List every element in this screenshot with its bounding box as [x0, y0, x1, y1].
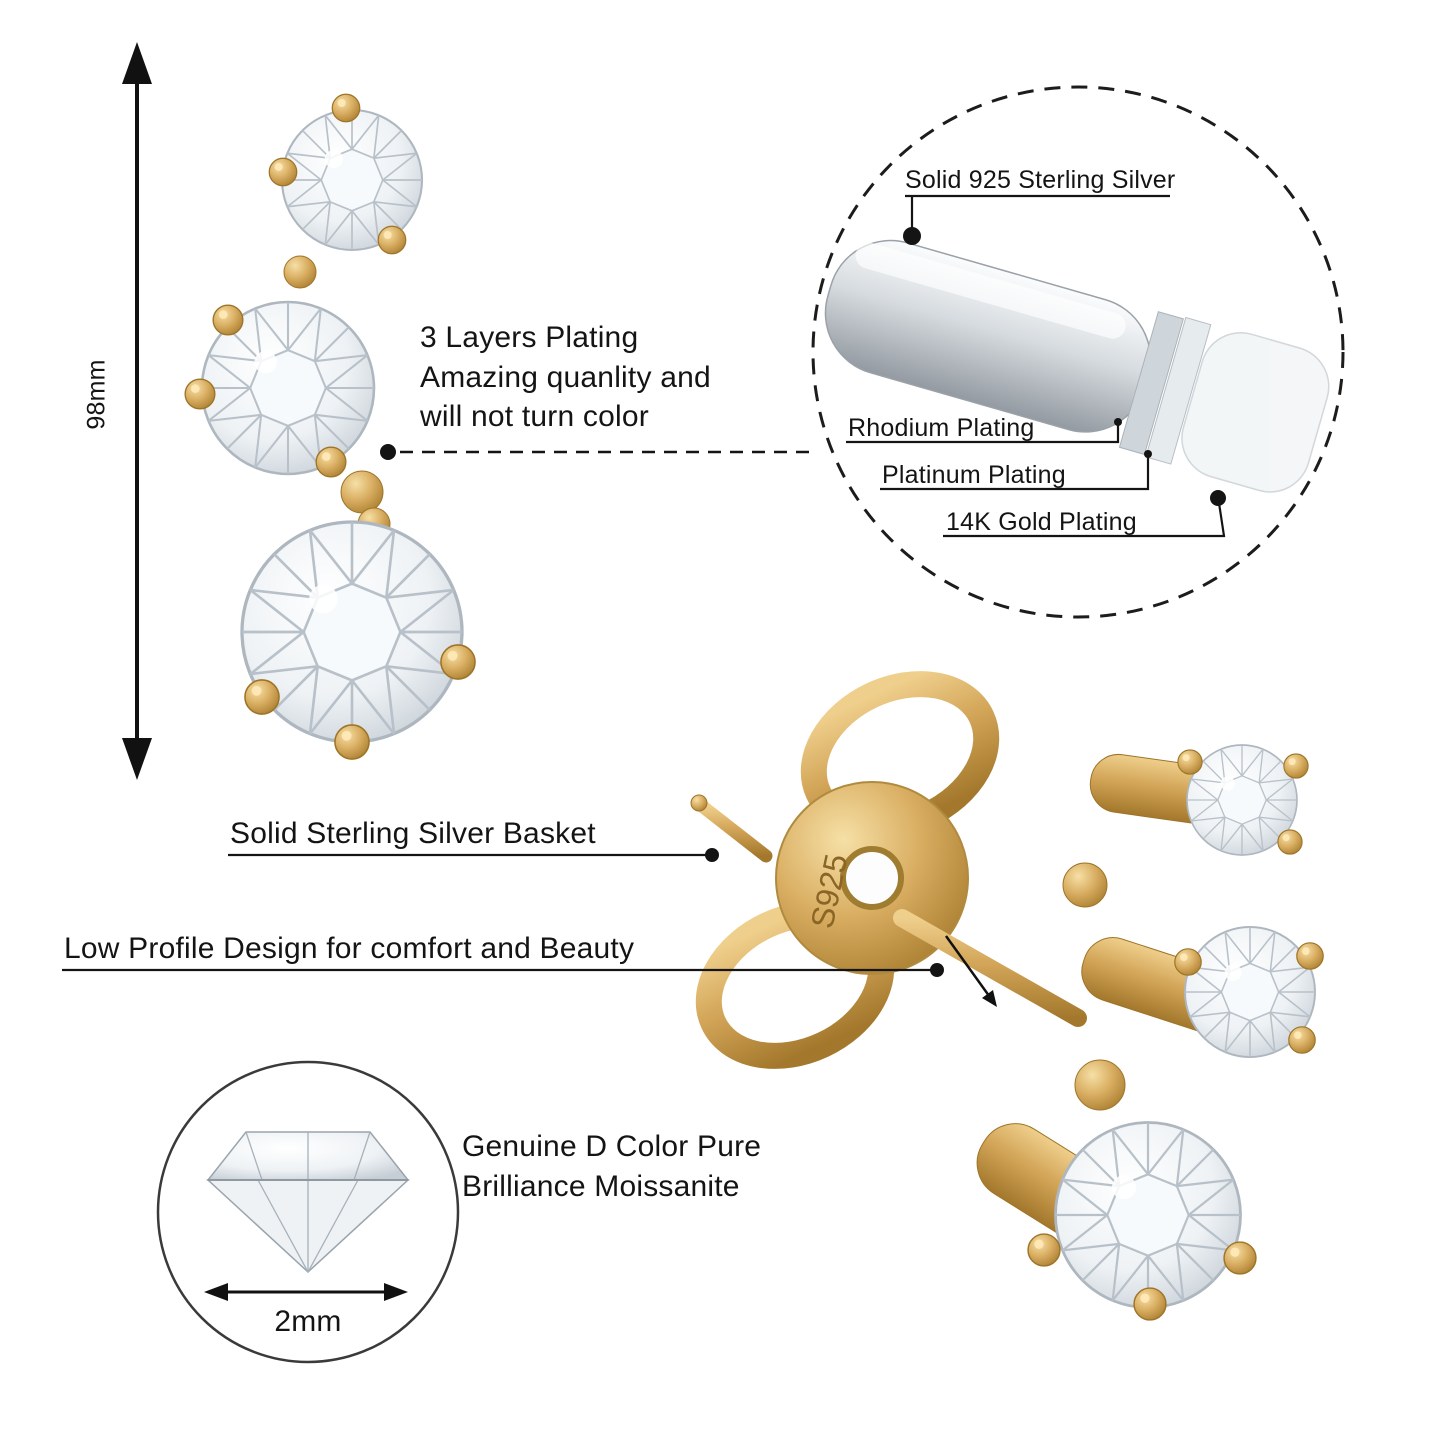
gold-prong	[1288, 1026, 1316, 1054]
layer-label-rhodium: Rhodium Plating	[848, 414, 1035, 442]
stone-width-label: 2mm	[274, 1305, 342, 1338]
gold-prong	[334, 724, 370, 760]
gold-prong	[212, 304, 244, 336]
platinum-layer	[1145, 316, 1212, 465]
earring-height-label: 98mm	[82, 359, 111, 430]
feature-moissanite-label: Genuine D Color Pure Brilliance Moissani…	[462, 1130, 762, 1203]
loose-stone-profile	[206, 1131, 410, 1274]
post-direction-arrow	[944, 935, 994, 1001]
gold-prong	[1223, 1241, 1257, 1275]
gold-prong	[244, 679, 280, 715]
gold-prong	[1174, 948, 1202, 976]
gold-plating-dot	[1210, 490, 1226, 506]
gold-prong	[184, 378, 216, 410]
gold-prong	[1283, 753, 1309, 779]
post-tip	[695, 799, 773, 863]
feature-leader-lines	[62, 848, 944, 977]
butterfly-hole	[840, 846, 904, 910]
gold-prong	[331, 93, 361, 123]
layer-leader-lines	[846, 194, 1226, 538]
earring-side-illustration: S925	[690, 671, 1324, 1321]
gold-prong	[268, 157, 298, 187]
layer-label-14k-gold: 14K Gold Plating	[946, 508, 1137, 536]
rhodium-dot	[1114, 418, 1122, 426]
gold-prong	[440, 644, 476, 680]
layer-label-platinum: Platinum Plating	[882, 461, 1066, 489]
stone-width-arrow	[204, 1283, 408, 1301]
earring-front-illustration	[184, 93, 476, 760]
gold-connector	[340, 470, 384, 514]
earring-post	[893, 909, 1087, 1027]
magnifier-connector	[380, 444, 816, 460]
post-arrowhead	[982, 990, 997, 1007]
gold-prong	[377, 225, 407, 255]
gold-connector	[1062, 862, 1108, 908]
magnified-post	[824, 239, 1330, 493]
layer-label-sterling-silver: Solid 925 Sterling Silver	[905, 166, 1176, 194]
feature-low-profile-label: Low Profile Design for comfort and Beaut…	[64, 932, 635, 965]
gold-prong	[1277, 829, 1303, 855]
gold-connector	[283, 255, 317, 289]
stone-size-detail	[156, 1060, 460, 1364]
post-tip-end	[690, 794, 708, 812]
plating-callout-text: 3 Layers Plating Amazing quanlity and wi…	[420, 321, 711, 434]
base-metal-dot	[903, 227, 921, 245]
gemstone-large	[1054, 1121, 1242, 1309]
gold-prong	[1133, 1287, 1167, 1321]
plating-magnifier	[811, 85, 1345, 619]
feature-basket-label: Solid Sterling Silver Basket	[230, 817, 596, 850]
gold-prong	[1177, 749, 1203, 775]
platinum-dot	[1144, 450, 1152, 458]
gold-connector	[1074, 1059, 1126, 1111]
rhodium-layer	[1118, 311, 1184, 456]
gold-prong	[1296, 942, 1324, 970]
gold-plating-layer	[1181, 332, 1330, 493]
gold-prong	[1027, 1233, 1061, 1267]
height-dimension-arrow	[122, 42, 152, 780]
gold-prong	[315, 446, 347, 478]
